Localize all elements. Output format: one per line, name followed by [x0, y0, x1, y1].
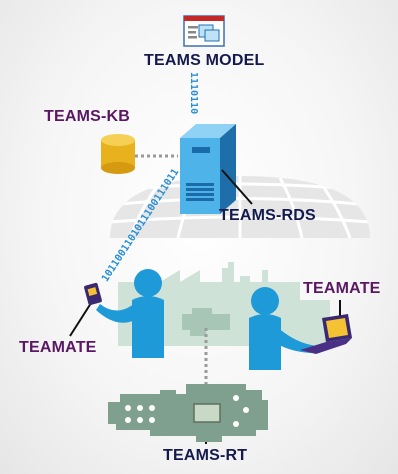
binary-stream-model: 1110110 [188, 72, 199, 115]
circuit-board-icon [108, 384, 268, 442]
teams-model-label: TEAMS MODEL [144, 52, 265, 69]
teams-kb-label: TEAMS-KB [44, 108, 131, 125]
teamate-left-label: TEAMATE [19, 339, 97, 356]
handheld-icon [84, 282, 102, 306]
small-board-icon [182, 308, 230, 336]
window-icon [183, 15, 225, 47]
person-icon-left [96, 269, 164, 358]
teamate-left-pointer [69, 299, 94, 337]
teamate-right-label: TEAMATE [303, 280, 381, 297]
teams-rt-label: TEAMS-RT [163, 447, 248, 464]
rds-pointer [221, 169, 253, 205]
laptop-icon [300, 314, 352, 354]
database-icon [101, 134, 135, 174]
server-icon [180, 124, 236, 214]
globe-icon [110, 176, 370, 238]
person-icon-right [249, 287, 318, 370]
teams-rds-label: TEAMS-RDS [219, 207, 316, 224]
